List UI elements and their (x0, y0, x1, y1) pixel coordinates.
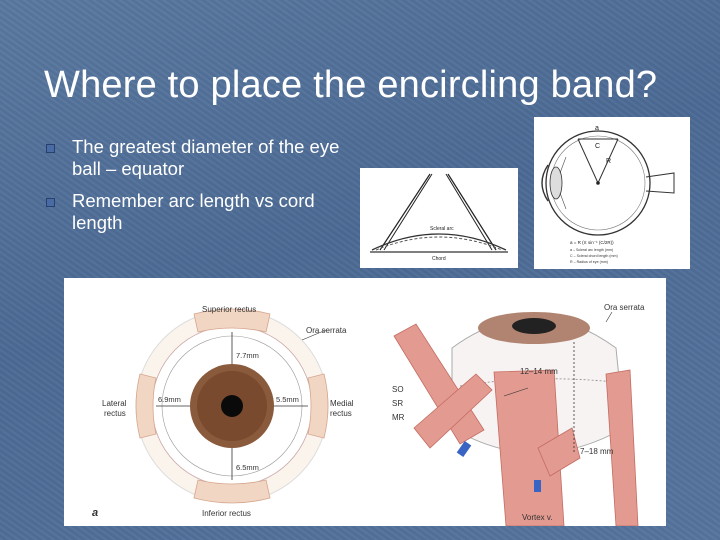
bullet-item: Remember arc length vs cord length (46, 190, 346, 234)
scleral-arc-label: Scleral arc (430, 226, 454, 232)
dim-6-9: 6.9mm (158, 395, 181, 404)
arc-chord-figure: Scleral arc Chord (360, 168, 518, 268)
bullet-list: The greatest diameter of the eye ball – … (46, 136, 346, 244)
so-label: SO (392, 385, 404, 394)
ora-serrata-right-label: Ora serrata (604, 303, 645, 312)
formula-text: a = R (π sin⁻¹ (C/2R)) (570, 240, 614, 245)
vortex-vein-label: Vortex v. (522, 513, 553, 522)
label-a: a (595, 125, 599, 132)
mr-label: MR (392, 413, 405, 422)
legend-line: a – Scleral arc length (mm) (570, 248, 613, 252)
lateral-rectus-label: Lateral (102, 399, 127, 408)
lateral-rectus-label: rectus (104, 409, 126, 418)
bullet-item: The greatest diameter of the eye ball – … (46, 136, 346, 180)
label-r: R (606, 158, 611, 165)
arc-chord-diagram: Scleral arc Chord (360, 168, 518, 268)
slide-title: Where to place the encircling band? (44, 64, 657, 107)
eye-section-diagram: a C R a = R (π sin⁻¹ (C/2R)) a – Scleral… (534, 117, 690, 269)
medial-rectus-label: Medial (330, 399, 354, 408)
legend-line: C – Scleral chord length (mm) (570, 254, 618, 258)
dim-7-18: 7–18 mm (580, 447, 614, 456)
dim-7-7: 7.7mm (236, 351, 259, 360)
label-c: C (595, 143, 600, 150)
inferior-rectus-label: Inferior rectus (202, 509, 251, 518)
bullet-square-icon (46, 144, 55, 153)
ora-serrata-left-label: Ora serrata (306, 326, 347, 335)
sr-label: SR (392, 399, 403, 408)
side-view-eye (394, 312, 638, 526)
legend-line: R – Radius of eye (mm) (570, 260, 608, 264)
panel-label: a (92, 507, 98, 519)
dim-5-5: 5.5mm (276, 395, 299, 404)
front-view-eye (136, 309, 328, 503)
bullet-text: The greatest diameter of the eye ball – … (72, 136, 339, 179)
bullet-text: Remember arc length vs cord length (72, 190, 315, 233)
dim-6-5: 6.5mm (236, 463, 259, 472)
medial-rectus-label: rectus (330, 409, 352, 418)
chord-label: Chord (432, 256, 446, 262)
anatomy-figure: Superior rectus Ora serrata 7.7mm 6.9mm … (64, 278, 666, 526)
dim-12-14: 12–14 mm (520, 367, 558, 376)
eye-section-figure: a C R a = R (π sin⁻¹ (C/2R)) a – Scleral… (534, 117, 690, 269)
superior-rectus-label: Superior rectus (202, 305, 256, 314)
bullet-square-icon (46, 198, 55, 207)
anatomy-diagram: Superior rectus Ora serrata 7.7mm 6.9mm … (64, 278, 666, 526)
